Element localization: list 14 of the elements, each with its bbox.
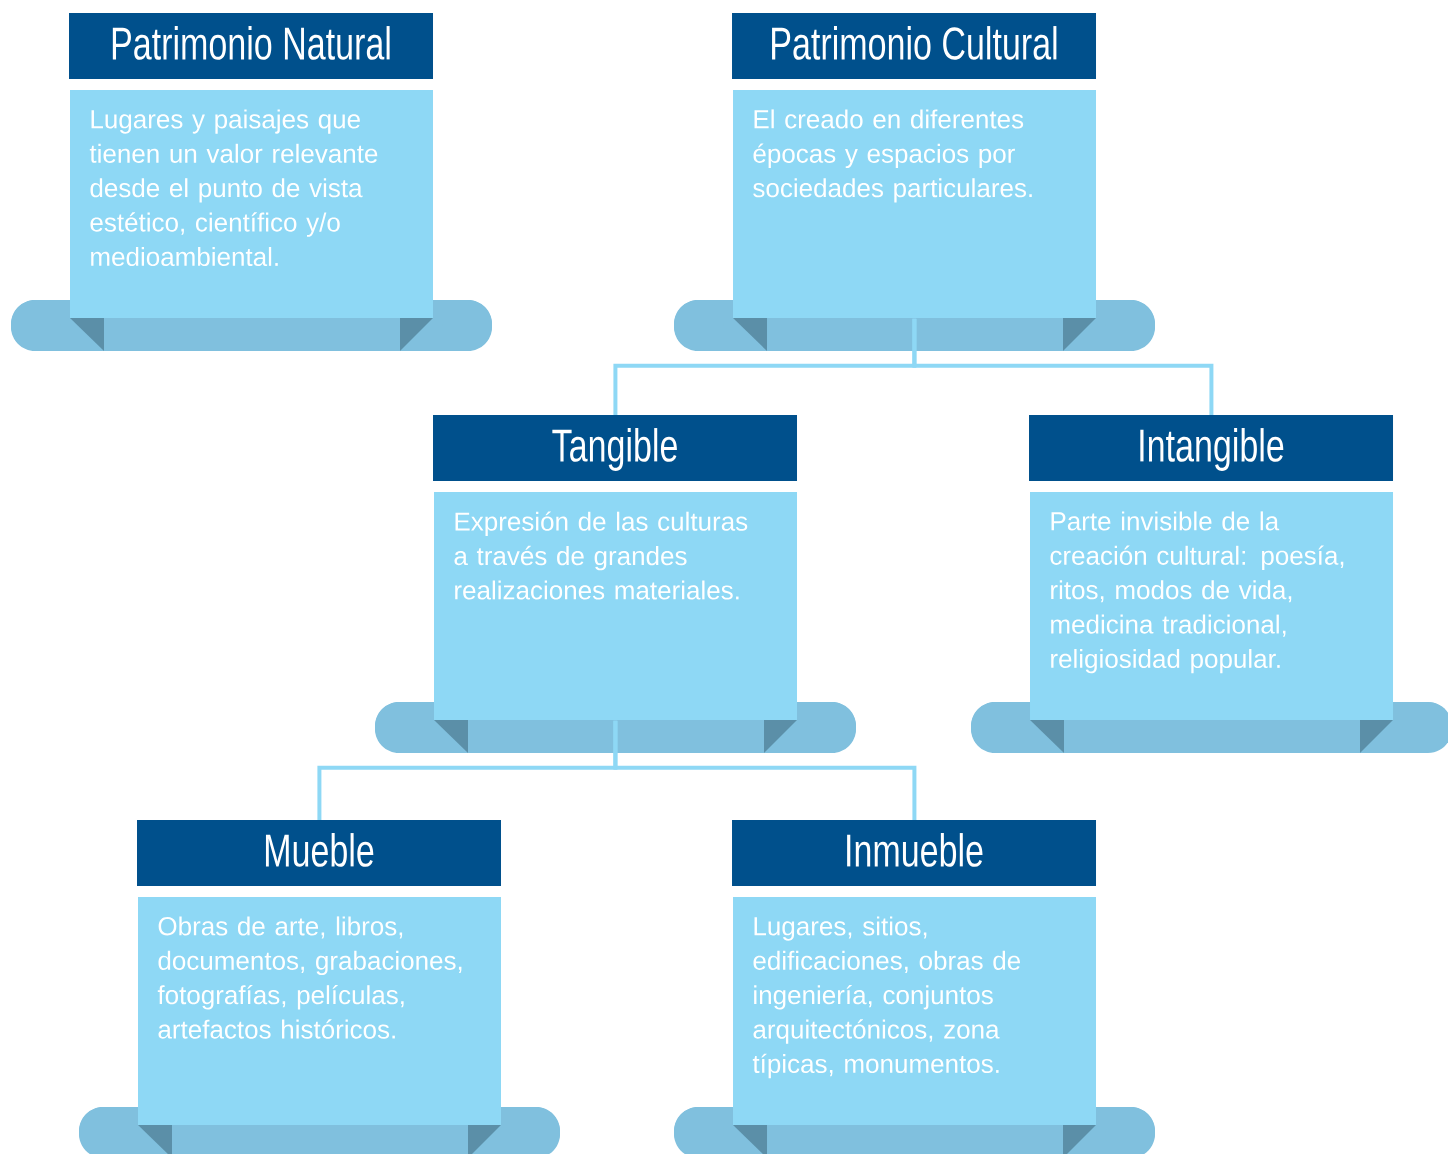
connector-line	[912, 318, 1214, 415]
node-label: Patrimonio Cultural	[772, 26, 1057, 60]
connector-line	[613, 720, 917, 820]
node-label: Intangible	[1140, 428, 1284, 471]
node-label: Mueble	[265, 833, 374, 867]
info-card: Tangible Expresión de las culturas a través de grandes realizaciones materiales.	[375, 415, 856, 753]
info-card: Mueble Obras de arte, libros, documentos, grabaciones, fotografías, películas, artefactos históricos.	[79, 820, 560, 1154]
node-label: Tangible	[552, 428, 677, 471]
info-card: Intangible Parte invisible de la creación cultural: poesía, ritos, modos de vida, medicina tradicional, religiosidad popular.	[971, 415, 1448, 753]
node-label: Patrimonio Natural	[112, 26, 390, 60]
info-card: Patrimonio Cultural El creado en diferentes épocas y espacios por sociedades particulares.	[674, 13, 1155, 351]
node-label: Inmueble	[847, 833, 983, 867]
info-card: Inmueble Lugares, sitios, edificaciones, obras de ingeniería, conjuntos arquitectónicos, zona típicas, monumentos.	[674, 820, 1155, 1154]
info-card: Patrimonio Natural Lugares y paisajes que tienen un valor relevante desde el punto de vista estético, científico y/o medioambiental.	[11, 13, 492, 351]
